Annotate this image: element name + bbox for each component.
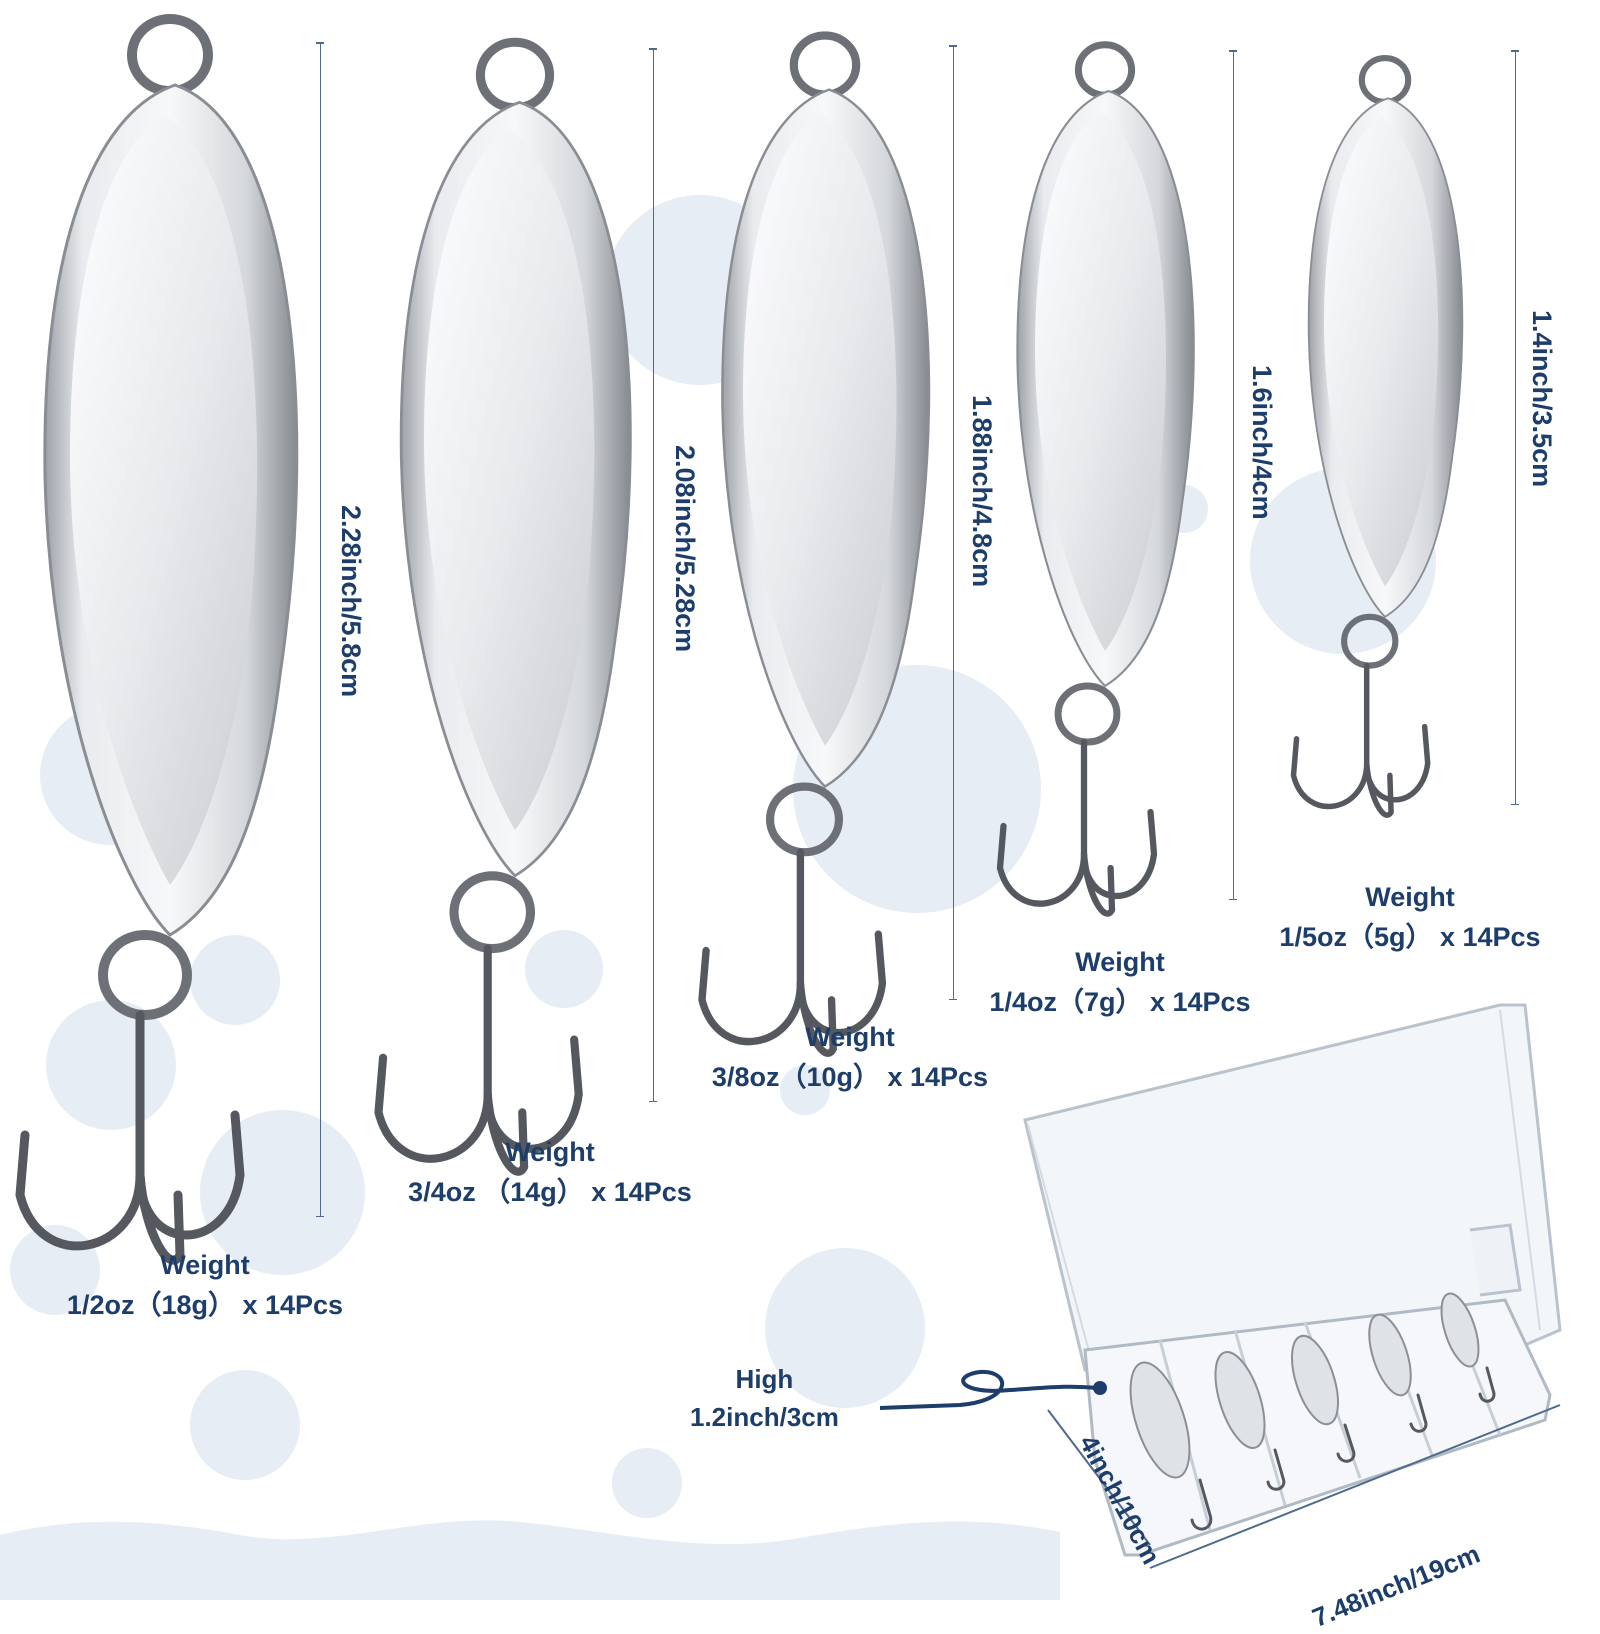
height-value: 1.2inch/3cm: [690, 1402, 839, 1432]
height-title: High: [735, 1364, 794, 1394]
tackle-box: [879, 1003, 1562, 1569]
background-bubble: [190, 935, 280, 1025]
background-bubble: [765, 1248, 925, 1408]
lure-weight-label: Weight 3/4oz （14g） x 14Pcs: [385, 1132, 715, 1212]
dimension-line: [949, 45, 957, 1000]
weight-value: 3/4oz （14g） x 14Pcs: [408, 1177, 692, 1207]
weight-value: 1/2oz（18g） x 14Pcs: [66, 1290, 344, 1320]
bottom-wave: [0, 1520, 1060, 1600]
lure-weight-label: Weight 3/8oz（10g） x 14Pcs: [685, 1017, 1015, 1097]
background-bubble: [612, 1448, 682, 1518]
background-bubble: [525, 930, 603, 1008]
dimension-line: [316, 42, 324, 1217]
weight-title: Weight: [805, 1022, 895, 1052]
background-bubble: [190, 1370, 300, 1480]
background-bubble: [200, 1110, 365, 1275]
lure-weight-label: Weight 1/5oz（5g） x 14Pcs: [1255, 877, 1565, 957]
lure-weight-label: Weight 1/4oz（7g） x 14Pcs: [965, 942, 1275, 1022]
dimension-line: [1511, 50, 1519, 805]
weight-title: Weight: [1365, 882, 1455, 912]
dimension-line: [1229, 50, 1237, 900]
box-height-label: High 1.2inch/3cm: [690, 1360, 839, 1436]
weight-value: 1/4oz（7g） x 14Pcs: [989, 987, 1251, 1017]
weight-title: Weight: [160, 1250, 250, 1280]
weight-value: 3/8oz（10g） x 14Pcs: [711, 1062, 989, 1092]
weight-title: Weight: [505, 1137, 595, 1167]
dimension-line: [649, 48, 657, 1102]
background-bubble: [46, 1000, 176, 1130]
weight-value: 1/5oz（5g） x 14Pcs: [1279, 922, 1541, 952]
product-image: 2.28inch/5.8cm 2.08inch/5.28cm 1.88inch/…: [0, 0, 1565, 1633]
background-bubble: [780, 1065, 830, 1115]
weight-title: Weight: [1075, 947, 1165, 977]
lure-weight-label: Weight 1/2oz（18g） x 14Pcs: [40, 1245, 370, 1325]
